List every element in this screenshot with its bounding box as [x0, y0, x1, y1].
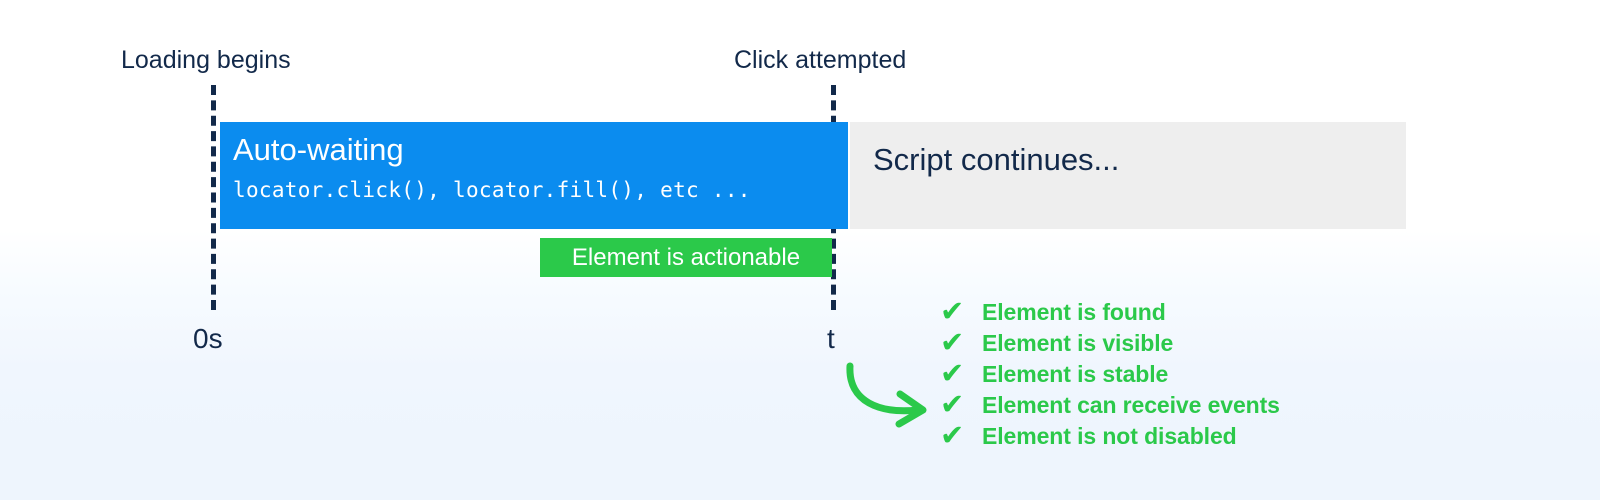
badge-element-actionable: Element is actionable [540, 238, 832, 277]
time-label-zero: 0s [193, 323, 223, 354]
check-icon: ✔ [940, 358, 965, 390]
checklist-item-stable: ✔ Element is stable [940, 359, 1280, 390]
time-label-t: t [827, 323, 835, 354]
actionability-checklist: ✔ Element is found ✔ Element is visible … [940, 297, 1280, 452]
checklist-item-label: Element is stable [982, 361, 1169, 387]
marker-line-loading-begins [211, 85, 216, 310]
checklist-item-label: Element is found [982, 299, 1166, 325]
check-icon: ✔ [940, 420, 965, 452]
marker-label-loading-begins: Loading begins [121, 46, 291, 74]
checklist-item-visible: ✔ Element is visible [940, 328, 1280, 359]
checklist-item-label: Element can receive events [982, 392, 1280, 418]
checklist-item-label: Element is not disabled [982, 423, 1237, 449]
phase-title-auto-waiting: Auto-waiting [233, 132, 404, 167]
check-icon: ✔ [940, 327, 965, 359]
checklist-item-label: Element is visible [982, 330, 1174, 356]
phase-bar-script-continues: Script continues... [850, 122, 1406, 229]
badge-label: Element is actionable [571, 243, 801, 271]
checklist-item-not-disabled: ✔ Element is not disabled [940, 421, 1280, 452]
checklist-item-receive-events: ✔ Element can receive events [940, 390, 1280, 421]
curved-arrow-icon [846, 362, 927, 428]
marker-label-click-attempted: Click attempted [734, 46, 907, 74]
phase-code-auto-waiting: locator.click(), locator.fill(), etc ... [233, 178, 751, 202]
phase-title-script-continues: Script continues... [873, 142, 1120, 177]
check-icon: ✔ [940, 389, 965, 421]
phase-bar-auto-waiting: Auto-waiting locator.click(), locator.fi… [220, 122, 848, 229]
check-icon: ✔ [940, 296, 965, 328]
checklist-item-found: ✔ Element is found [940, 297, 1280, 328]
